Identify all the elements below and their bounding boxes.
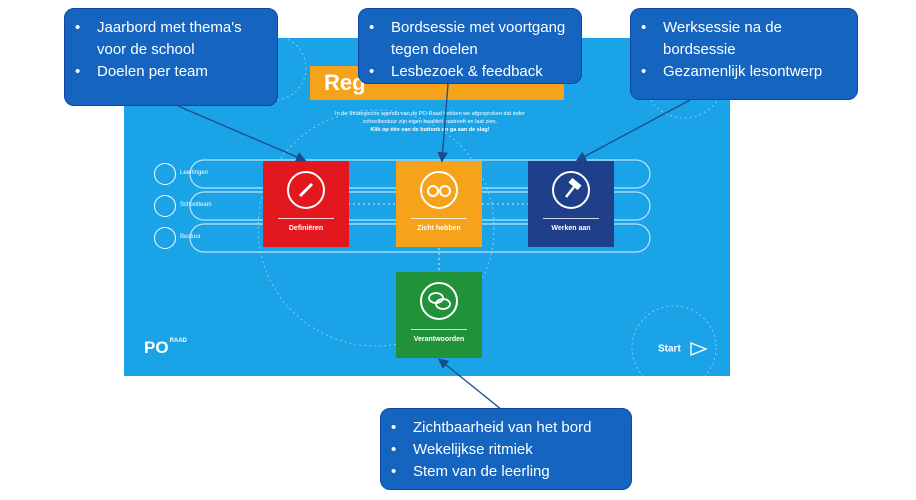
start-button[interactable]: Start (658, 341, 708, 357)
role-schoolteam: Schoolteam (154, 195, 212, 217)
binoculars-icon (420, 171, 458, 209)
chat-icon (420, 282, 458, 320)
po-raad-logo: PORAAD (144, 338, 187, 357)
students-icon (154, 163, 176, 185)
tile-definieren[interactable]: Definiëren (263, 161, 349, 247)
hammer-icon (552, 171, 590, 209)
school-icon (154, 195, 176, 217)
callout-werken-aan: Werksessie na de bordsessie Gezamenlijk … (630, 8, 858, 100)
play-icon (689, 341, 708, 357)
pencil-icon (287, 171, 325, 209)
callout-verantwoorden: Zichtbaarheid van het bord Wekelijkse ri… (380, 408, 632, 490)
tile-verantwoorden[interactable]: Verantwoorden (396, 272, 482, 358)
role-bestuur: Bestuur (154, 227, 201, 249)
callout-zicht-hebben: Bordsessie met voortgang tegen doelen Le… (358, 8, 582, 84)
intro-text: In de Strategische agenda van de PO-Raad… (335, 111, 525, 133)
callout-definieren: Jaarbord met thema's voor de school Doel… (64, 8, 278, 106)
board-icon (154, 227, 176, 249)
tile-werken-aan[interactable]: Werken aan (528, 161, 614, 247)
tile-zicht-hebben[interactable]: Zicht hebben (396, 161, 482, 247)
role-leerlingen: Leerlingen (154, 163, 208, 185)
